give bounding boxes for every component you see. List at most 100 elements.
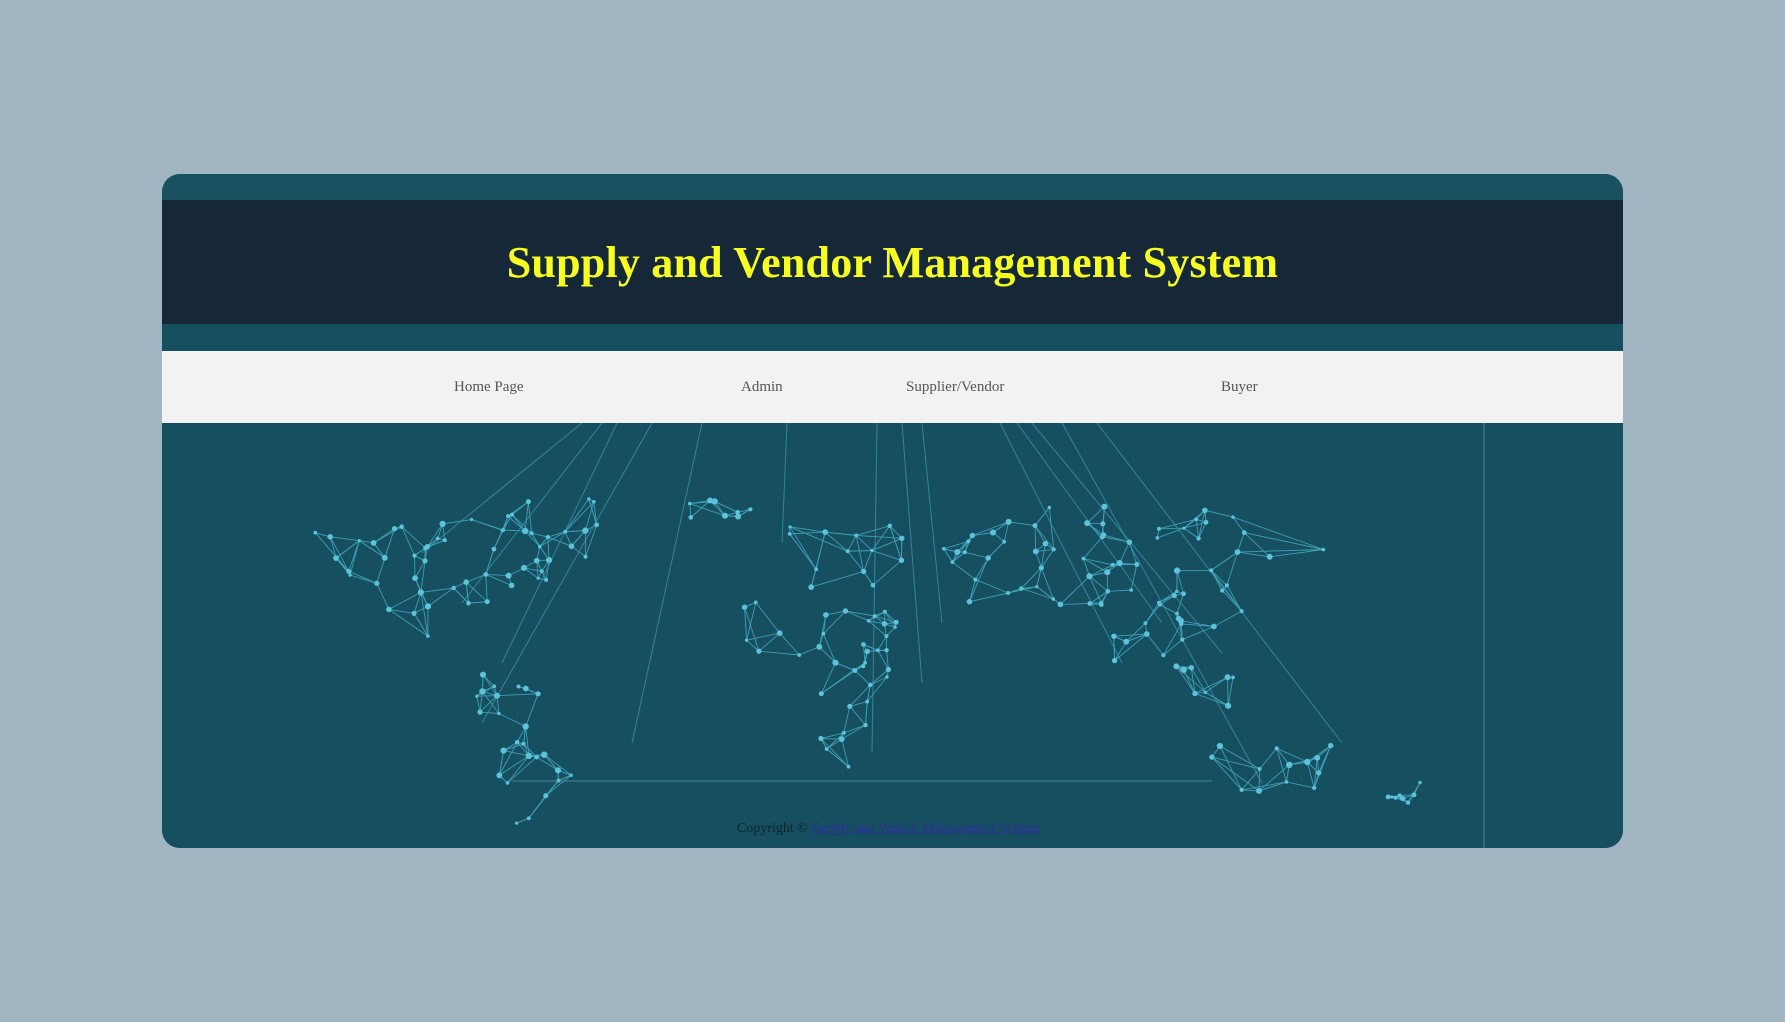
network-node xyxy=(1256,787,1262,794)
network-node xyxy=(1005,518,1012,525)
network-node xyxy=(417,589,424,596)
network-link xyxy=(420,560,426,593)
network-node xyxy=(1211,623,1217,630)
network-link xyxy=(1114,633,1148,661)
network-link xyxy=(1313,772,1320,789)
network-node xyxy=(1418,780,1422,785)
network-link xyxy=(503,750,529,757)
network-link xyxy=(1182,626,1215,641)
network-node xyxy=(587,497,591,501)
network-link xyxy=(544,754,572,776)
network-node xyxy=(1104,569,1111,576)
network-link xyxy=(545,774,572,797)
network-node xyxy=(744,638,749,642)
network-link xyxy=(485,573,509,577)
network-node xyxy=(788,525,792,529)
nav-buyer-link[interactable]: Buyer xyxy=(1221,379,1258,395)
network-link xyxy=(877,650,889,670)
network-node xyxy=(1129,588,1133,592)
network-ray xyxy=(461,423,603,604)
network-node xyxy=(592,500,596,504)
network-node xyxy=(966,598,973,605)
network-link xyxy=(565,530,586,533)
nav-home-link[interactable]: Home Page xyxy=(454,379,524,395)
network-link xyxy=(376,583,390,610)
network-node xyxy=(313,530,318,535)
network-link xyxy=(1258,768,1261,791)
network-link xyxy=(1211,756,1260,792)
network-node xyxy=(526,816,531,821)
network-link xyxy=(525,726,530,756)
network-node xyxy=(1171,592,1177,599)
network-node xyxy=(1274,746,1279,751)
network-link xyxy=(335,557,350,572)
network-link xyxy=(420,592,429,637)
network-node xyxy=(492,684,497,689)
network-link xyxy=(1318,745,1332,774)
network-node xyxy=(521,564,527,571)
network-link xyxy=(1020,567,1042,589)
network-link xyxy=(877,635,887,651)
network-link xyxy=(1399,794,1415,796)
network-link xyxy=(826,748,849,768)
network-link xyxy=(585,524,598,557)
network-link xyxy=(1237,551,1270,558)
network-link xyxy=(1237,549,1324,553)
network-node xyxy=(841,730,846,735)
nav-admin-link[interactable]: Admin xyxy=(741,379,783,395)
copyright-link[interactable]: Supply and Vendor Management System xyxy=(811,821,1040,836)
network-node xyxy=(494,692,500,699)
network-node xyxy=(885,666,892,673)
network-link xyxy=(689,500,711,505)
network-link xyxy=(496,693,539,697)
network-link xyxy=(420,587,454,593)
network-link xyxy=(952,541,969,563)
network-link xyxy=(485,574,488,602)
network-link xyxy=(547,531,566,538)
network-node xyxy=(1101,503,1108,510)
network-link xyxy=(1194,693,1229,707)
network-node xyxy=(1239,787,1244,792)
network-node xyxy=(491,546,497,552)
network-link xyxy=(866,676,888,702)
network-link xyxy=(1113,633,1147,637)
network-node xyxy=(534,754,539,760)
network-node xyxy=(466,600,471,606)
network-link xyxy=(855,535,873,551)
network-link xyxy=(1083,558,1108,573)
network-link xyxy=(1306,761,1315,789)
network-node xyxy=(1321,547,1326,552)
network-node xyxy=(1390,795,1394,799)
network-link xyxy=(1007,588,1022,594)
network-link xyxy=(1158,527,1185,530)
network-node xyxy=(1173,567,1181,574)
network-node xyxy=(484,599,490,605)
network-link xyxy=(843,706,851,733)
network-link xyxy=(866,684,871,702)
network-link xyxy=(482,674,498,696)
network-ray xyxy=(421,423,583,554)
network-link xyxy=(952,551,966,563)
network-node xyxy=(497,711,501,716)
network-node xyxy=(1192,690,1198,697)
network-node xyxy=(1047,505,1051,510)
network-node xyxy=(1175,615,1182,622)
network-link xyxy=(503,743,524,752)
network-link xyxy=(845,610,869,622)
network-link xyxy=(1145,602,1160,624)
network-node xyxy=(1155,536,1160,540)
nav-supplier-vendor-link[interactable]: Supplier/Vendor xyxy=(906,379,1005,395)
network-link xyxy=(1241,768,1261,791)
network-node xyxy=(882,609,887,614)
network-link xyxy=(746,632,780,641)
network-node xyxy=(846,764,851,769)
network-link xyxy=(1269,549,1324,558)
network-node xyxy=(1231,675,1235,680)
network-node xyxy=(816,643,823,650)
network-link xyxy=(1036,586,1061,605)
network-link xyxy=(1089,590,1109,604)
network-node xyxy=(973,577,978,582)
network-link xyxy=(468,601,488,604)
world-network-map xyxy=(313,423,1485,848)
network-link xyxy=(1210,570,1242,612)
